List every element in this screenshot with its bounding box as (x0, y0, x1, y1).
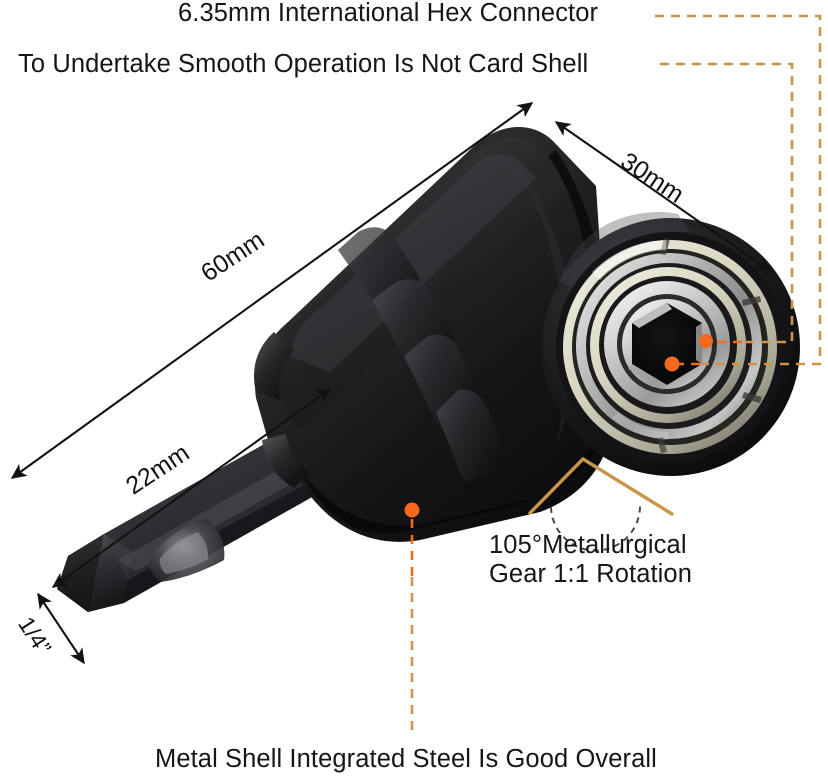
callout-dot-hex-connector (664, 356, 680, 372)
leader-smooth-operation (660, 62, 794, 344)
callout-label-angle-line2: Gear 1:1 Rotation (489, 559, 692, 588)
callout-label-angle-line1: 105°Metallurgical (489, 531, 687, 559)
callout-dots (404, 334, 713, 518)
dimension-line-22mm (51, 388, 332, 588)
angle-leg-right (581, 457, 674, 516)
callout-dot-smooth-operation (699, 334, 713, 348)
callout-label-hex-connector: 6.35mm International Hex Connector (178, 0, 599, 27)
dimension-lines (10, 102, 772, 665)
dimension-line-quarter-inch (37, 592, 85, 665)
callout-label-metal-shell: Metal Shell Integrated Steel Is Good Ove… (155, 745, 657, 773)
callout-dot-metal-shell (404, 502, 420, 518)
leader-hex-connector (655, 14, 822, 366)
callout-leaders (410, 14, 822, 730)
callout-label-angle: 105°Metallurgical Gear 1:1 Rotation (489, 531, 692, 588)
angle-indicator (528, 457, 674, 552)
angle-arc (550, 504, 642, 552)
callout-label-smooth-operation: To Undertake Smooth Operation Is Not Car… (18, 50, 589, 78)
dimension-line-30mm (554, 121, 772, 272)
angle-leg-left (528, 457, 585, 515)
socket-head (542, 212, 800, 476)
